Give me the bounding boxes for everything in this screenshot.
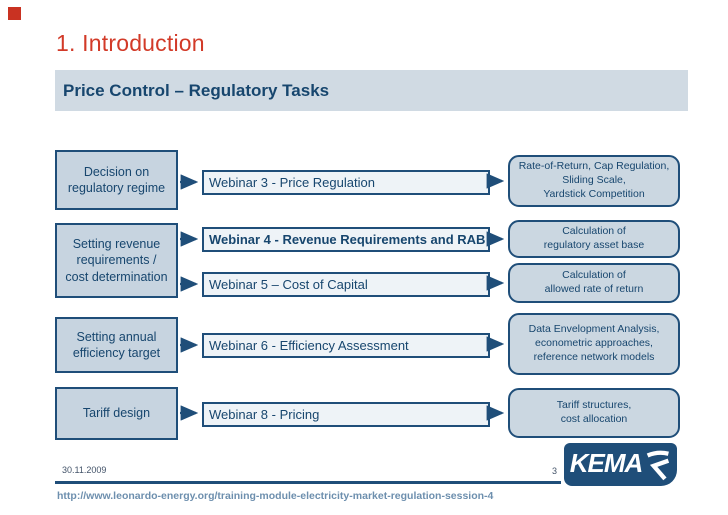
outcome-box-allowed-rate-of-return: Calculation of allowed rate of return bbox=[508, 263, 680, 303]
kema-logo: KEMA bbox=[564, 443, 677, 486]
footer-divider-line bbox=[55, 481, 561, 484]
kema-swoosh-icon bbox=[647, 450, 670, 480]
outcome-box-regulation-types: Rate-of-Return, Cap Regulation, Sliding … bbox=[508, 155, 680, 207]
task-box-efficiency-target: Setting annual efficiency target bbox=[55, 317, 178, 373]
slide-title: 1. Introduction bbox=[56, 30, 205, 56]
slide-accent-square bbox=[8, 7, 21, 20]
outcome-box-tariff-structures: Tariff structures, cost allocation bbox=[508, 388, 680, 438]
subtitle-bar: Price Control – Regulatory Tasks bbox=[55, 70, 688, 111]
kema-logo-text: KEMA bbox=[569, 448, 644, 478]
webinar-box-5: Webinar 5 – Cost of Capital bbox=[202, 272, 490, 297]
webinar-box-4: Webinar 4 - Revenue Requirements and RAB bbox=[202, 227, 490, 252]
task-box-revenue-requirements: Setting revenue requirements / cost dete… bbox=[55, 223, 178, 298]
session-url-link[interactable]: http://www.leonardo-energy.org/training-… bbox=[57, 490, 494, 502]
task-box-tariff-design: Tariff design bbox=[55, 387, 178, 440]
task-box-regulatory-regime: Decision on regulatory regime bbox=[55, 150, 178, 210]
webinar-box-6: Webinar 6 - Efficiency Assessment bbox=[202, 333, 490, 358]
subtitle-text: Price Control – Regulatory Tasks bbox=[63, 80, 330, 100]
footer-date: 30.11.2009 bbox=[62, 465, 107, 475]
webinar-box-8: Webinar 8 - Pricing bbox=[202, 402, 490, 427]
webinar-box-3: Webinar 3 - Price Regulation bbox=[202, 170, 490, 195]
page-number: 3 bbox=[552, 466, 558, 476]
outcome-box-regulatory-asset-base: Calculation of regulatory asset base bbox=[508, 220, 680, 258]
outcome-box-efficiency-methods: Data Envelopment Analysis, econometric a… bbox=[508, 313, 680, 375]
